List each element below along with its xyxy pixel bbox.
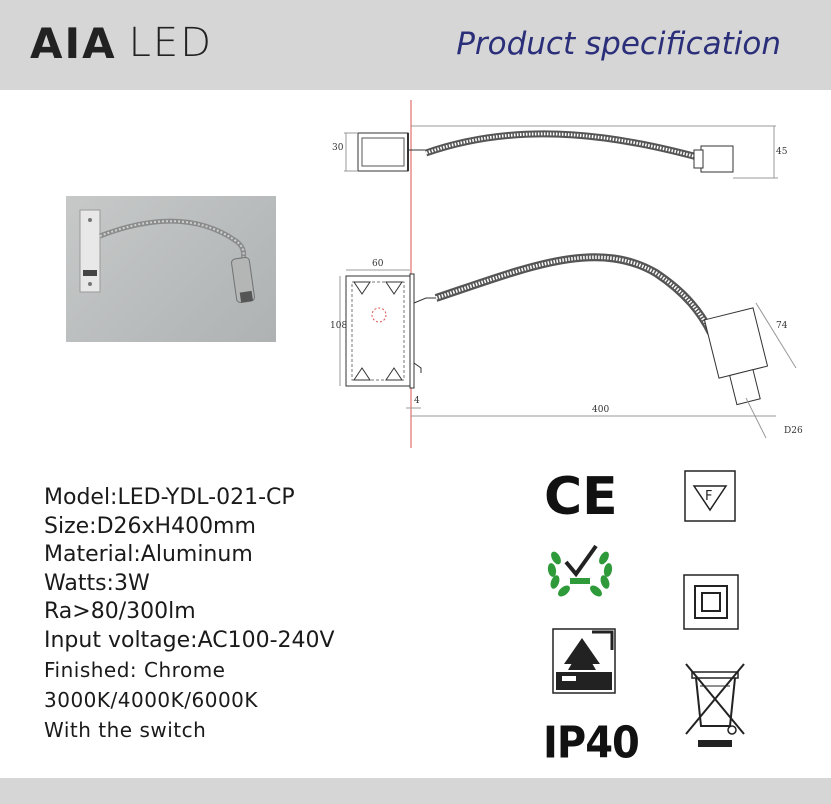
brand-logo: AIA LED [30, 18, 213, 68]
dim-diameter: D26 [784, 426, 803, 436]
spec-material: Material:Aluminum [44, 542, 253, 567]
spec-watts: Watts:3W [44, 570, 150, 596]
technical-drawing: 30 45 60 108 74 4 400 D26 [326, 98, 831, 448]
dim-box-width: 60 [372, 259, 384, 269]
spec-model: Model:LED-YDL-021-CP [44, 485, 295, 510]
spec-finish: Finished: Chrome [44, 658, 226, 682]
dim-offset: 4 [414, 396, 420, 406]
spec-size: Size:D26xH400mm [44, 513, 256, 539]
spec-switch: With the switch [44, 718, 207, 742]
furniture-mount-icon [552, 628, 616, 699]
f-mark-icon: F [684, 470, 736, 527]
double-insulation-icon [683, 574, 739, 635]
dim-head-length: 74 [776, 321, 788, 331]
ce-mark-text: CE [544, 468, 616, 520]
spec-voltage: Input voltage:AC100-240V [44, 627, 335, 653]
page-title: Product specification [456, 26, 781, 62]
dim-top-head: 45 [776, 147, 788, 157]
dim-top-height: 30 [332, 143, 344, 153]
ip-rating: IP40 [543, 718, 640, 769]
weee-bin-icon [684, 660, 748, 757]
spec-cct: 3000K/4000K/6000K [44, 688, 259, 712]
footer-bar [0, 778, 831, 804]
rohs-icon [546, 538, 614, 605]
ce-mark-icon: CE [544, 467, 618, 527]
header-bar: AIA LED Product specification [0, 0, 831, 90]
spec-list: Model:LED-YDL-021-CP Size:D26xH400mm Mat… [44, 484, 335, 745]
f-mark-text: F [705, 489, 712, 504]
logo-mark: AIA [30, 18, 117, 68]
logo-text: LED [128, 20, 213, 66]
dim-box-height: 108 [330, 321, 347, 331]
product-photo [66, 196, 276, 342]
spec-ra: Ra>80/300lm [44, 599, 196, 624]
dim-length: 400 [592, 405, 609, 415]
